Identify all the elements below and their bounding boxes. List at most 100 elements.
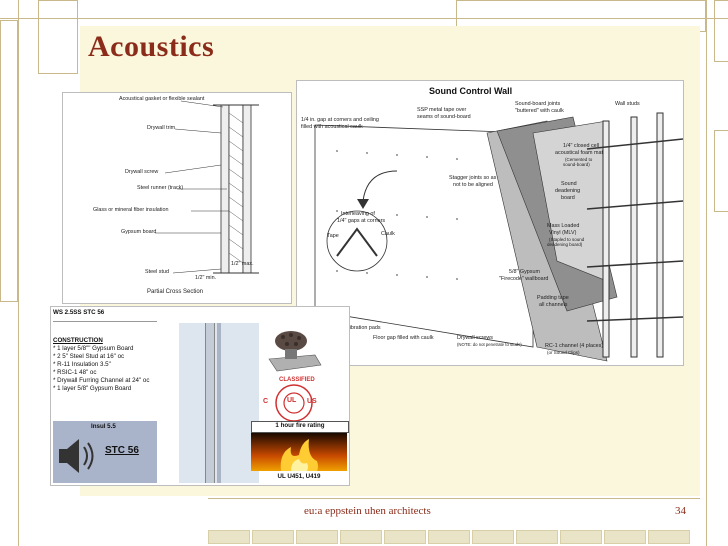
footer-strip-seg (208, 530, 250, 544)
label-drywall-trim: Drywall trim (147, 125, 176, 131)
slide-footer: eu:a eppstein uhen architects 34 (208, 498, 700, 527)
construction-item: * 1 layer 5/8"" Gypsum Board (53, 345, 134, 352)
ul-mark: UL (287, 397, 297, 404)
label-mass-loaded: Mass Loaded (547, 223, 580, 229)
label-interleaving: Interleaving of (341, 211, 375, 217)
frame-box-right-mid (714, 130, 728, 212)
label-mlv: Vinyl (MLV) (549, 230, 577, 236)
construction-item: * 1 layer 5/8" Gypsum Board (53, 385, 132, 392)
wall-section-graphic (179, 323, 259, 483)
label-floor-gap: Floor gap filled with caulk (373, 335, 434, 341)
label-deadening: deadening (555, 188, 581, 194)
ul-us-mark: US (307, 398, 317, 405)
label-not-aligned: not to be aligned (453, 182, 493, 188)
label-gypsum-board: Gypsum board (121, 229, 157, 235)
footer-strip-seg (252, 530, 294, 544)
frame-line-left-outer (18, 0, 19, 546)
label-seams: seams of sound-board (417, 114, 471, 120)
label-gap-corners: 1/4 in. gap at corners and ceiling (301, 117, 379, 123)
label-deadening-board: deadening board) (547, 242, 583, 247)
label-half-min: 1/2" min. (195, 275, 217, 281)
footer-text: eu:a eppstein uhen architects (304, 505, 431, 517)
label-closed-cell: 1/4" closed cell (563, 143, 600, 149)
label-cemented: (Cemented to (565, 157, 593, 162)
footer-strip-seg (648, 530, 690, 544)
label-partial-cross-section: Partial Cross Section (147, 289, 204, 295)
label-vibration-pads: vibration pads (347, 325, 381, 331)
footer-strip-seg (516, 530, 558, 544)
label-stagger: Stagger joints so as (449, 175, 497, 181)
label-drywall-screws: Drywall screws (457, 335, 493, 341)
label-insulation: Glass or mineral fiber insulation (93, 207, 169, 213)
assembly-divider (53, 321, 157, 322)
page-number: 34 (675, 505, 686, 517)
footer-strip-seg (340, 530, 382, 544)
label-padding-tape: Padding tape (537, 295, 569, 301)
wall-assembly-panel: WS 2.5SS STC 56 CONSTRUCTION * 1 layer 5… (50, 306, 350, 486)
label-ssp-tape: SSP metal tape over (417, 107, 467, 113)
ul-classified-text: CLASSIFIED (279, 377, 315, 383)
label-stapled: (Stapled to sound (549, 237, 585, 242)
fire-rating-box: 1 hour fire rating (251, 421, 349, 433)
ul-listing: UL U451, U419 (277, 473, 321, 480)
footer-strip-seg (296, 530, 338, 544)
footer-strip-seg (384, 530, 426, 544)
fire-rating-label: 1 hour fire rating (275, 422, 325, 429)
label-tape: Tape (327, 233, 339, 239)
label-foam-mat: acoustical foam mat (555, 150, 603, 156)
label-drywall-screw: Drywall screw (125, 169, 159, 175)
footer-strip-seg (472, 530, 514, 544)
label-filled-caulk: filled with acoustical caulk (301, 124, 363, 130)
label-rc1-channel: RC-1 channel (4 places) (545, 343, 604, 349)
sound-wall-drawing (314, 112, 684, 362)
frame-box-left (0, 20, 18, 302)
sound-wall-title: Sound Control Wall (429, 86, 513, 96)
label-firecode: "Firecode" wallboard (499, 276, 549, 282)
label-half-max: 1/2" max. (231, 261, 254, 267)
label-board: board (561, 195, 575, 201)
label-gypsum-58: 5/8" Gypsum (509, 269, 540, 275)
construction-item: * Drywall Furring Channel at 24" oc (53, 377, 150, 384)
label-sound-board: sound-board) (563, 162, 590, 167)
assembly-header: WS 2.5SS STC 56 (53, 309, 105, 316)
speaker-icon (59, 439, 94, 473)
label-steel-stud: Steel stud (145, 269, 169, 275)
fire-icon (280, 439, 318, 471)
construction-item: * R-11 Insulation 3.5" (53, 361, 111, 368)
label-sound-clips: (or Sound Clips) (547, 350, 580, 355)
ul-c-mark: C (263, 398, 269, 405)
footer-strip-seg (428, 530, 470, 544)
frame-box-top-left (38, 0, 78, 74)
stc-box: Insul 5.5 STC 56 (53, 421, 157, 483)
footer-strip-seg (604, 530, 646, 544)
sound-isolator-icon (268, 331, 322, 372)
label-acoustical-gasket: Acoustical gasket or flexible sealant (119, 96, 205, 102)
assembly-header-box: WS 2.5SS STC 56 (53, 309, 153, 317)
label-note-studs: (NOTE: do not penetrate to studs) (457, 342, 522, 347)
construction-list: * 1 layer 5/8"" Gypsum Board * 2 5" Stee… (53, 345, 149, 393)
cross-section-drawing (155, 100, 259, 274)
partial-cross-section-panel: Acoustical gasket or flexible sealant Dr… (62, 92, 292, 304)
label-sound-board-joints: Sound-board joints (515, 101, 561, 107)
label-buttered: "buttered" with caulk (515, 108, 564, 114)
frame-line-top (0, 18, 728, 19)
ul-listing-box: UL U451, U419 (251, 473, 347, 483)
construction-item: * RSIC-1 48" oc (53, 369, 97, 376)
insul-label: Insul 5.5 (91, 423, 116, 430)
stc-label: STC 56 (105, 445, 139, 456)
sound-control-wall-panel: Sound Control Wall 1/4 in. gap at corner… (296, 80, 684, 366)
footer-strip-seg (560, 530, 602, 544)
label-sound: Sound (561, 181, 577, 187)
label-gaps-corners: 1/4" gaps at corners (337, 218, 386, 224)
construction-item: * 2 5" Steel Stud at 16" oc (53, 353, 125, 360)
label-steel-runner: Steel runner (track) (137, 185, 184, 191)
slide-title: Acoustics (88, 30, 215, 63)
fire-image (251, 433, 347, 471)
label-caulk: Caulk (381, 231, 395, 237)
frame-line-right (706, 0, 707, 546)
label-wall-studs: Wall studs (615, 101, 640, 107)
frame-box-right-top (714, 0, 728, 62)
construction-title: CONSTRUCTION (53, 337, 103, 344)
label-all-channels: all channels (539, 302, 568, 308)
